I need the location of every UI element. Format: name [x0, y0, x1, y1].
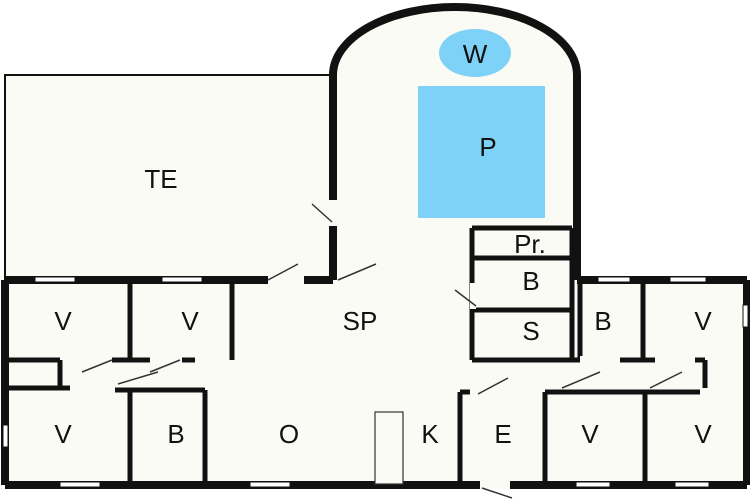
room-label-dining: O — [279, 419, 299, 449]
windows — [2, 276, 749, 488]
room-label-kitchen: K — [421, 419, 439, 449]
room-label-living: SP — [343, 306, 378, 336]
room-label-pool-room: Pr. — [514, 229, 546, 259]
kitchen-counter — [374, 411, 404, 485]
room-label-bedroom-1: V — [54, 306, 72, 336]
pool-shape — [418, 86, 545, 218]
terrace-area — [4, 74, 331, 281]
room-label-bedroom-5: V — [581, 419, 599, 449]
room-label-bathroom-right: B — [594, 306, 611, 336]
room-label-pool: P — [479, 132, 496, 162]
room-label-bedroom-4: V — [694, 306, 712, 336]
room-label-entrance: E — [494, 419, 511, 449]
room-label-bathroom-left: B — [167, 419, 184, 449]
pool-wing-wall — [329, 3, 581, 280]
room-label-terrace: TE — [144, 164, 177, 194]
room-label-sauna: S — [522, 316, 539, 346]
whirlpool-shape — [439, 29, 511, 77]
door-swings — [81, 203, 683, 499]
room-label-whirlpool: W — [463, 39, 488, 69]
room-label-bathroom-center: B — [522, 266, 539, 296]
room-label-bedroom-2: V — [181, 306, 199, 336]
room-label-bedroom-6: V — [694, 419, 712, 449]
room-label-bedroom-3: V — [54, 419, 72, 449]
